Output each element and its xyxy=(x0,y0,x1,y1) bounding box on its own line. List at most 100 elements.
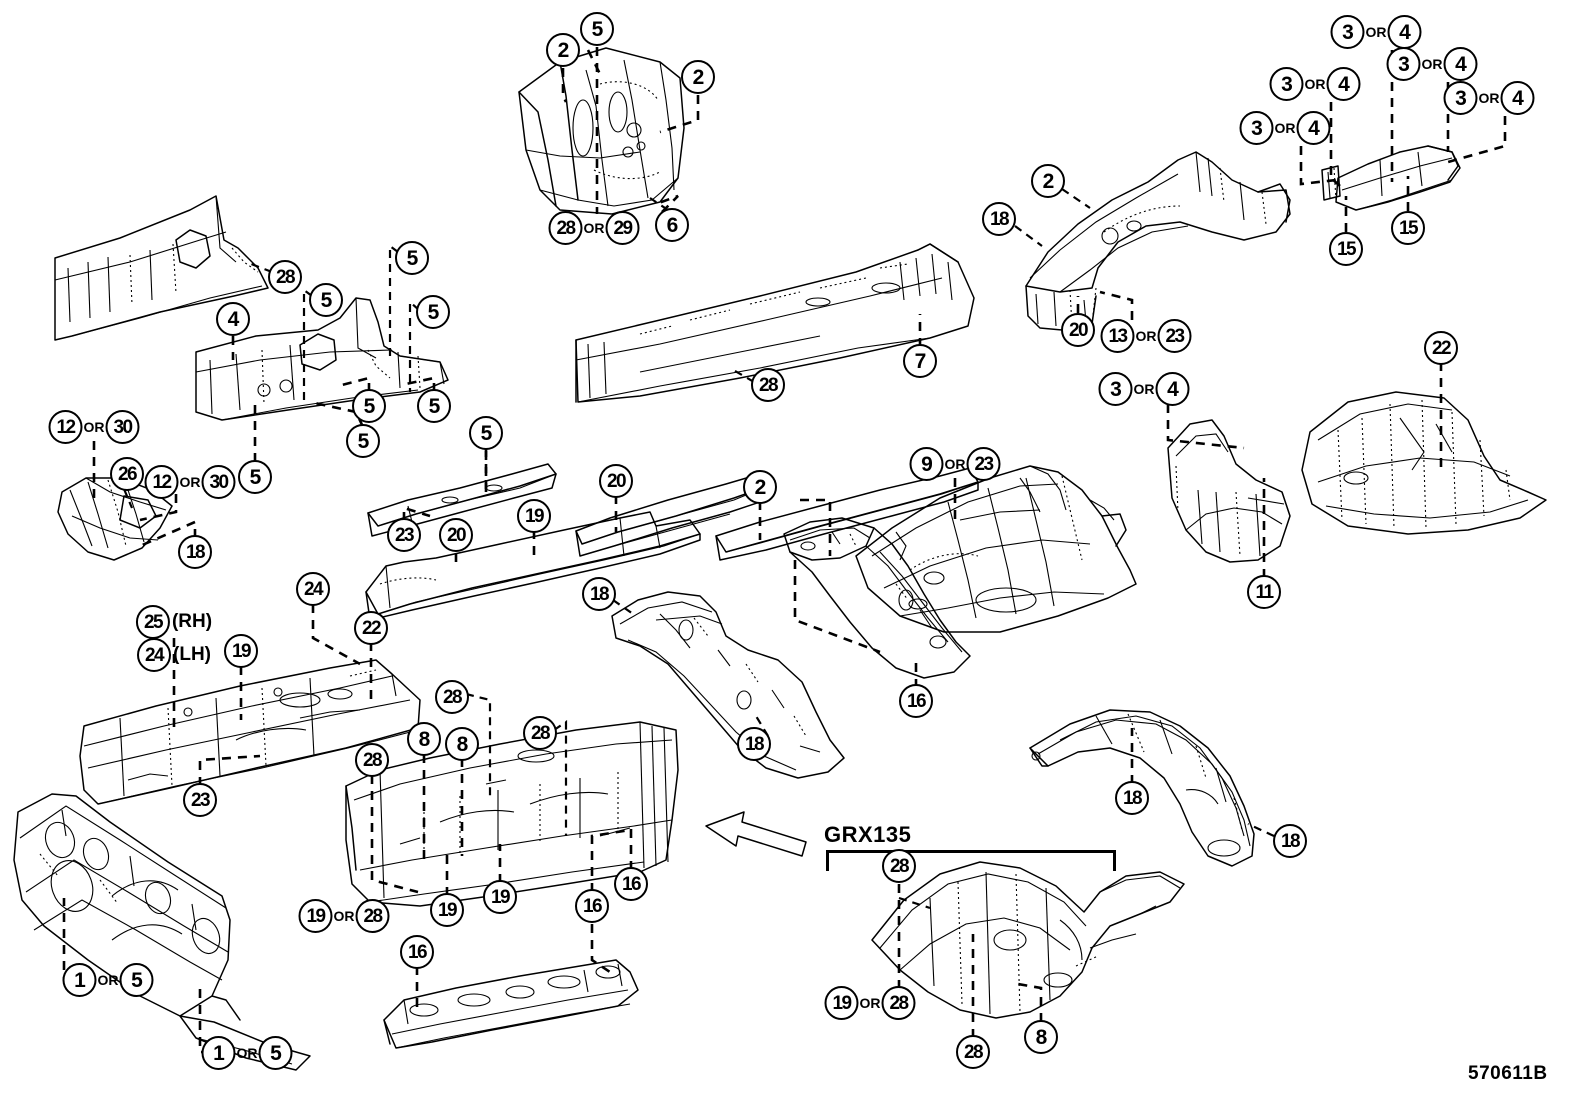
part-callout-28[interactable]: 28 xyxy=(435,680,469,714)
part-callout-16[interactable]: 16 xyxy=(614,867,648,901)
part-callout-15[interactable]: 15 xyxy=(1329,232,1363,266)
callout-bubble: 1 xyxy=(62,963,97,997)
callout-side-label: (RH) xyxy=(171,611,213,632)
part-callout-18[interactable]: 18 xyxy=(1115,781,1149,815)
part-rear-seat-crossmember xyxy=(1167,419,1291,563)
part-callout-23[interactable]: 23 xyxy=(183,783,217,817)
part-callout-22[interactable]: 22 xyxy=(1424,331,1458,365)
part-callout-28[interactable]: 28 xyxy=(751,368,785,402)
part-callout-5[interactable]: 5 xyxy=(417,389,451,423)
callout-bubble-alt: 4 xyxy=(1443,47,1478,81)
callout-bubble-alt: 4 xyxy=(1500,81,1535,115)
part-rear-floor-pan xyxy=(855,465,1137,633)
part-callout-2[interactable]: 2 xyxy=(1031,164,1065,198)
part-callout-24[interactable]: 24 xyxy=(296,572,330,606)
callout-bubble-alt: 30 xyxy=(105,410,140,444)
part-callout-18[interactable]: 18 xyxy=(178,535,212,569)
part-callout-18[interactable]: 18 xyxy=(737,727,771,761)
callout-bubble: 5 xyxy=(346,424,380,458)
part-callout-26[interactable]: 26 xyxy=(110,457,144,491)
part-callout-5[interactable]: 5 xyxy=(309,283,343,317)
part-callout-20[interactable]: 20 xyxy=(1061,313,1095,347)
callout-or-separator: OR xyxy=(1421,56,1443,72)
part-callout-18[interactable]: 18 xyxy=(1273,824,1307,858)
callout-bubble: 8 xyxy=(407,722,441,756)
part-callout-18[interactable]: 18 xyxy=(982,202,1016,236)
part-callout-19[interactable]: 19 xyxy=(517,499,551,533)
part-rear-floor-side-panel xyxy=(1301,391,1547,535)
callout-bubble: 8 xyxy=(1024,1020,1058,1054)
callout-bubble: 28 xyxy=(882,849,916,883)
part-callout-2[interactable]: 2 xyxy=(546,33,580,67)
part-callout-5[interactable]: 5 xyxy=(395,241,429,275)
callout-or-separator: OR xyxy=(1304,76,1326,92)
part-callout-16[interactable]: 16 xyxy=(899,684,933,718)
part-callout-20[interactable]: 20 xyxy=(599,464,633,498)
part-callout-5[interactable]: 5 xyxy=(352,389,386,423)
callout-bubble: 28 xyxy=(548,211,583,245)
part-callout-22[interactable]: 22 xyxy=(354,611,388,645)
diagram-code: 570611B xyxy=(1468,1063,1548,1084)
part-callout-4[interactable]: 4 xyxy=(216,302,250,336)
callout-bubble-alt: 23 xyxy=(1157,319,1192,353)
part-callout-2[interactable]: 2 xyxy=(681,60,715,94)
part-callout-25[interactable]: 25(RH) xyxy=(135,605,213,639)
part-callout-5[interactable]: 5 xyxy=(346,424,380,458)
part-callout-28[interactable]: 28 xyxy=(956,1035,990,1069)
callout-or-separator: OR xyxy=(97,972,119,988)
part-callout-5[interactable]: 5 xyxy=(416,295,450,329)
part-callout-5[interactable]: 5 xyxy=(469,416,503,450)
part-front-side-member-upper xyxy=(54,195,269,341)
callout-bubble: 19 xyxy=(824,986,859,1020)
part-callout-28[interactable]: 28 xyxy=(523,716,557,750)
part-callout-24[interactable]: 24(LH) xyxy=(137,638,211,672)
part-callout-19[interactable]: 19 xyxy=(224,634,258,668)
part-callout-28[interactable]: 28 xyxy=(268,260,302,294)
callout-bubble: 20 xyxy=(1061,313,1095,347)
front-direction-arrow xyxy=(705,811,807,857)
part-callout-5[interactable]: 5 xyxy=(238,460,272,494)
part-callout-6[interactable]: 6 xyxy=(655,208,689,242)
part-callout-5[interactable]: 5 xyxy=(580,12,614,46)
part-callout-23[interactable]: 23 xyxy=(387,518,421,552)
part-callout-8[interactable]: 8 xyxy=(445,727,479,761)
callout-bubble: 18 xyxy=(1115,781,1149,815)
part-callout-19[interactable]: 19 xyxy=(430,893,464,927)
part-callout-28[interactable]: 28 xyxy=(355,743,389,777)
callout-or-separator: OR xyxy=(1478,90,1500,106)
part-callout-8[interactable]: 8 xyxy=(1024,1020,1058,1054)
part-callout-19[interactable]: 19 xyxy=(483,880,517,914)
callout-bubble: 8 xyxy=(445,727,479,761)
part-callout-18[interactable]: 18 xyxy=(582,577,616,611)
part-callout-8[interactable]: 8 xyxy=(407,722,441,756)
part-callout-16[interactable]: 16 xyxy=(400,935,434,969)
part-callout-20[interactable]: 20 xyxy=(439,518,473,552)
callout-bubble: 20 xyxy=(439,518,473,552)
callout-bubble: 20 xyxy=(599,464,633,498)
callout-bubble: 5 xyxy=(417,389,451,423)
part-callout-11[interactable]: 11 xyxy=(1247,575,1281,609)
callout-or-separator: OR xyxy=(236,1045,258,1061)
callout-bubble: 24 xyxy=(137,638,172,672)
part-callout-28[interactable]: 28 xyxy=(882,849,916,883)
part-callout-7[interactable]: 7 xyxy=(903,344,937,378)
part-callout-15[interactable]: 15 xyxy=(1391,211,1425,245)
part-callout-16[interactable]: 16 xyxy=(575,889,609,923)
part-callout-2[interactable]: 2 xyxy=(743,470,777,504)
